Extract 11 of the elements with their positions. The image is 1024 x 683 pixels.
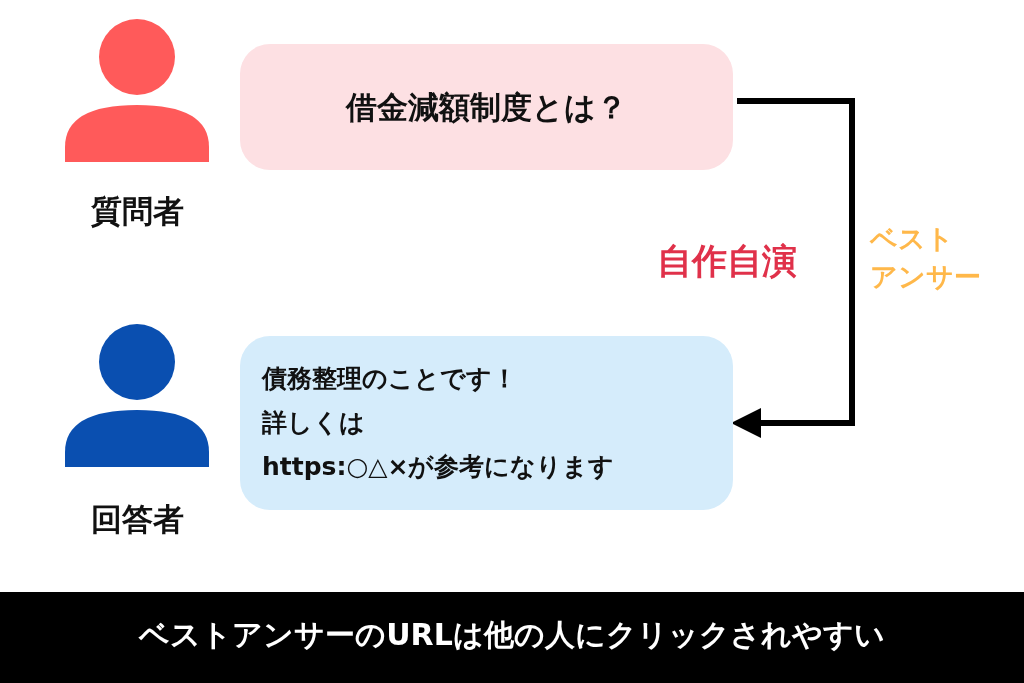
role-label: 質問者 [89,192,185,231]
caption: ベストアンサーのURLは他の人にクリックされやすい [137,616,886,654]
bubble-text: 借金減額制度とは？ [344,88,628,127]
bubble-text: 詳しくは [262,407,366,439]
role-label: 回答者 [89,500,185,539]
answer-bubble [240,336,733,510]
arrow [731,98,855,438]
bubble-text: https:○△×が参考になります [262,451,616,483]
note-label: 自作自演 [656,240,798,283]
bubble-text: 債務整理のことです！ [262,363,518,395]
question-bubble [240,44,733,170]
